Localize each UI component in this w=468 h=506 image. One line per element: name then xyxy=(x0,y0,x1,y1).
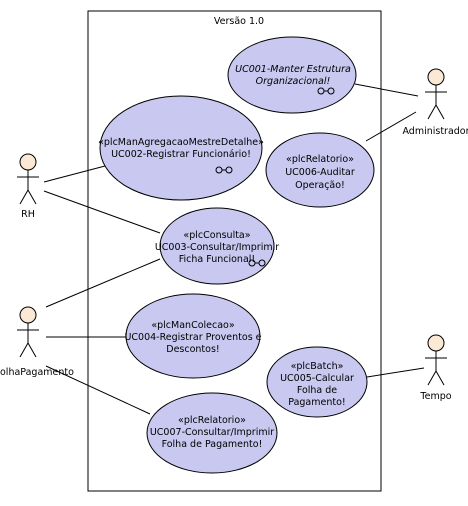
actor-rh-label: RH xyxy=(21,209,35,220)
association-folha-uc007 xyxy=(45,365,151,415)
uc002-collaboration-icon xyxy=(215,166,233,174)
actor-rh[interactable]: RH xyxy=(17,153,39,220)
uc007-name-line-2: Folha de Pagamento! xyxy=(162,439,263,450)
use-case-uc001[interactable]: UC001-Manter Estrutura Organizacional! xyxy=(227,36,357,114)
association-admin-uc001 xyxy=(354,83,419,97)
use-case-uc005[interactable]: «plcBatch» UC005-Calcular Folha de Pagam… xyxy=(266,346,368,418)
uc007-stereotype: «plcRelatorio» xyxy=(178,415,246,426)
uc003-name-line-2: Ficha Funcional! xyxy=(179,254,255,265)
uc007-name-line-1: UC007-Consultar/Imprimir xyxy=(150,427,274,438)
system-title: Versão 1.0 xyxy=(214,16,264,27)
use-case-uc006[interactable]: «plcRelatorio» UC006-Auditar Operação! xyxy=(265,132,375,208)
uc006-name-line-1: UC006-Auditar xyxy=(285,167,355,178)
uc001-line-2: Organizacional! xyxy=(256,76,331,87)
actor-admin-label: Administrador xyxy=(402,126,468,137)
uc006-name-line-2: Operação! xyxy=(295,180,345,191)
uc001-collaboration-icon xyxy=(317,87,335,95)
uc003-collaboration-icon xyxy=(248,259,266,267)
uc001-line-1: UC001-Manter Estrutura xyxy=(235,64,351,75)
actor-folha-pagamento[interactable]: olhaPagamento xyxy=(0,306,74,378)
association-admin-uc006 xyxy=(365,111,417,142)
uc004-name-line-2: Descontos! xyxy=(166,344,219,355)
uc005-stereotype: «plcBatch» xyxy=(291,361,344,372)
uc005-name-line-1: UC005-Calcular xyxy=(280,373,354,384)
use-case-uc003[interactable]: «plcConsulta» UC003-Consultar/Imprimir F… xyxy=(155,207,279,285)
use-case-uc004[interactable]: «plcManColecao» UC004-Registrar Provento… xyxy=(124,293,262,379)
uc003-stereotype: «plcConsulta» xyxy=(183,230,250,241)
association-rh-uc002 xyxy=(43,165,106,183)
uc005-name-line-2: Folha de xyxy=(297,385,337,396)
uc002-stereotype: «plcManAgregacaoMestreDetalhe» xyxy=(98,137,264,148)
actor-tempo[interactable]: Tempo xyxy=(419,334,452,402)
association-tempo-uc005 xyxy=(366,367,425,378)
uc004-stereotype: «plcManColecao» xyxy=(151,320,235,331)
uc006-stereotype: «plcRelatorio» xyxy=(286,154,354,165)
associations xyxy=(43,83,425,415)
association-folha-uc003 xyxy=(45,258,161,308)
use-case-uc007[interactable]: «plcRelatorio» UC007-Consultar/Imprimir … xyxy=(146,392,278,474)
uc004-name-line-1: UC004-Registrar Proventos e xyxy=(124,332,261,343)
actor-folha-label: olhaPagamento xyxy=(0,367,74,378)
uc003-name-line-1: UC003-Consultar/Imprimir xyxy=(155,242,279,253)
actor-administrador[interactable]: Administrador xyxy=(402,68,468,137)
use-case-uc002[interactable]: «plcManAgregacaoMestreDetalhe» UC002-Reg… xyxy=(98,95,264,201)
uc005-name-line-3: Pagamento! xyxy=(288,397,345,408)
actor-tempo-label: Tempo xyxy=(419,391,451,402)
association-rh-uc003 xyxy=(43,190,161,234)
uc002-name: UC002-Registrar Funcionário! xyxy=(111,149,251,160)
